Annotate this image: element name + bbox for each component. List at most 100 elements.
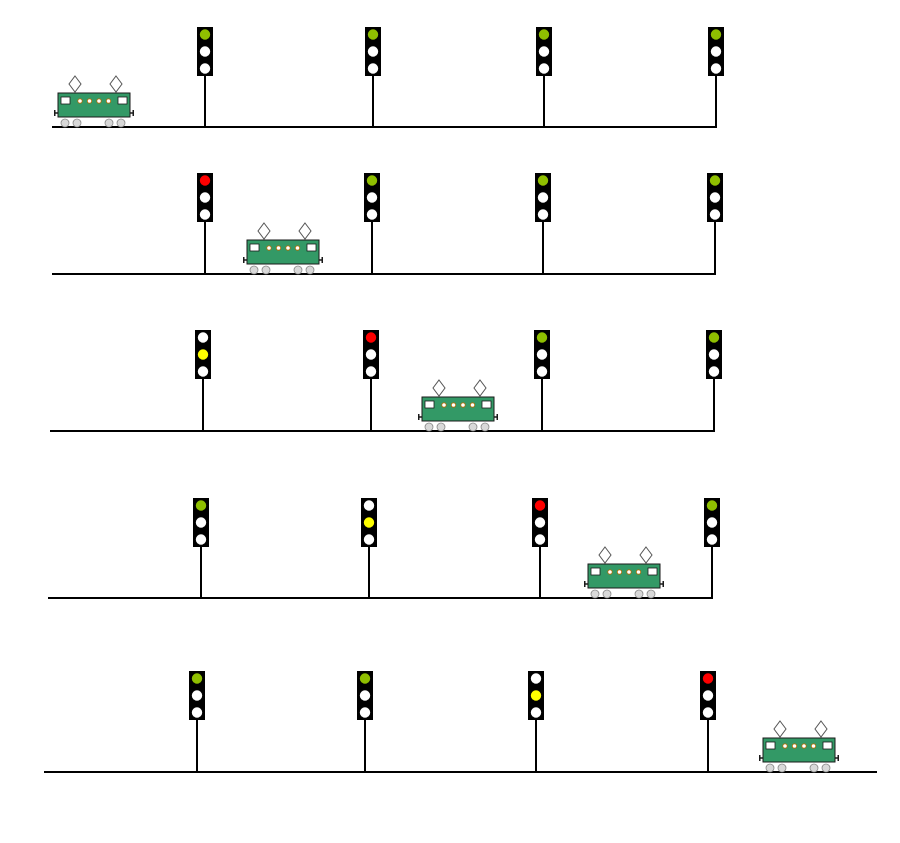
lamp-yellow	[197, 349, 209, 360]
pantograph-icon	[298, 222, 312, 240]
cab-window	[481, 400, 492, 409]
pantograph-icon	[257, 222, 271, 240]
lamp-off	[702, 707, 714, 718]
wheel-icon	[646, 589, 656, 599]
lamp-off	[359, 690, 371, 701]
porthole	[801, 743, 807, 749]
lamp-red	[365, 332, 377, 343]
porthole	[635, 569, 642, 575]
signal-3	[534, 330, 550, 431]
train-icon	[418, 379, 498, 432]
porthole	[266, 245, 272, 251]
lamp-off	[199, 46, 211, 57]
lamp-red	[199, 175, 211, 186]
lamp-red	[702, 673, 714, 684]
wheel-icon	[634, 589, 644, 599]
lamp-off	[367, 46, 379, 57]
buffer-right	[496, 414, 498, 420]
lamp-off	[710, 63, 722, 74]
porthole	[616, 569, 623, 575]
wheel-icon	[821, 763, 831, 773]
lamp-off	[197, 366, 209, 377]
wheel-icon	[590, 589, 600, 599]
wheel-icon	[60, 118, 70, 128]
signal-2	[363, 330, 379, 431]
lamp-green	[191, 673, 203, 684]
buffer-right	[662, 581, 664, 587]
lamp-off	[199, 209, 211, 220]
cab-window	[424, 400, 435, 409]
buffer-left	[759, 755, 761, 761]
train-icon	[584, 546, 664, 599]
wheel-icon	[72, 118, 82, 128]
signal-3	[535, 173, 551, 274]
signal-1	[189, 671, 205, 772]
lamp-off	[199, 192, 211, 203]
lamp-off	[191, 707, 203, 718]
train-icon	[54, 75, 134, 128]
porthole	[285, 245, 291, 251]
lamp-off	[708, 366, 720, 377]
lamp-yellow	[363, 517, 375, 528]
lamp-off	[536, 349, 548, 360]
lamp-off	[363, 534, 375, 545]
lamp-off	[706, 517, 718, 528]
lamp-off	[195, 517, 207, 528]
lamp-off	[534, 534, 546, 545]
signal-4	[706, 330, 722, 431]
porthole	[469, 402, 476, 408]
train-body	[762, 737, 836, 763]
porthole	[275, 245, 282, 251]
signal-4	[704, 498, 720, 598]
pantograph-icon	[68, 75, 82, 93]
lamp-off	[363, 500, 375, 511]
signal-3	[532, 498, 548, 598]
wheel-icon	[261, 265, 271, 275]
wheel-icon	[602, 589, 612, 599]
lamp-green	[538, 29, 550, 40]
lamp-off	[708, 349, 720, 360]
lamp-off	[709, 209, 721, 220]
porthole	[86, 98, 93, 104]
block-row-3	[50, 330, 722, 432]
pantograph-icon	[773, 720, 787, 738]
porthole	[441, 402, 447, 408]
signal-1	[197, 27, 213, 127]
cab-window	[306, 243, 317, 252]
signal-1	[197, 173, 213, 274]
lamp-green	[367, 29, 379, 40]
buffer-left	[418, 414, 420, 420]
porthole	[105, 98, 112, 104]
lamp-off	[537, 192, 549, 203]
lamp-off	[530, 673, 542, 684]
lamp-off	[359, 707, 371, 718]
lamp-off	[709, 192, 721, 203]
lamp-green	[536, 332, 548, 343]
signal-4	[707, 173, 723, 274]
lamp-off	[195, 534, 207, 545]
train-body	[587, 563, 661, 589]
wheel-icon	[480, 422, 490, 432]
lamp-green	[195, 500, 207, 511]
signal-2	[364, 173, 380, 274]
wheel-icon	[765, 763, 775, 773]
signal-4	[708, 27, 724, 127]
block-row-4	[48, 498, 720, 599]
lamp-off	[710, 46, 722, 57]
pantograph-icon	[109, 75, 123, 93]
wheel-icon	[436, 422, 446, 432]
lamp-off	[191, 690, 203, 701]
block-row-2	[52, 173, 723, 275]
wheel-icon	[104, 118, 114, 128]
train-body	[57, 92, 131, 118]
lamp-off	[199, 63, 211, 74]
porthole	[782, 743, 788, 749]
buffer-left	[584, 581, 586, 587]
lamp-green	[199, 29, 211, 40]
signal-2	[365, 27, 381, 127]
lamp-red	[534, 500, 546, 511]
lamp-off	[365, 366, 377, 377]
lamp-off	[538, 63, 550, 74]
pantograph-icon	[432, 379, 446, 397]
pantograph-icon	[814, 720, 828, 738]
